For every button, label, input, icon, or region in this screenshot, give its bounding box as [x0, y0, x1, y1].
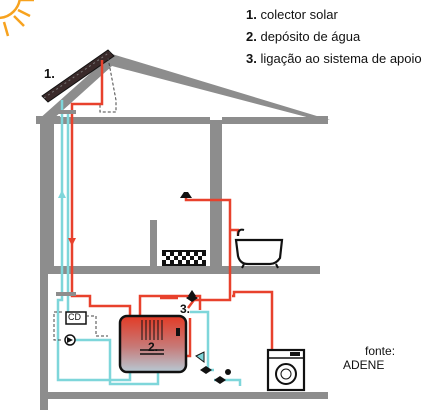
valve-icons	[186, 290, 231, 384]
controller-wires	[86, 315, 108, 337]
legend-item: 1. colector solar	[246, 4, 422, 26]
mixing-valve	[195, 351, 205, 363]
sun-icon	[0, 0, 34, 37]
backup-label: 3.	[180, 302, 191, 316]
solar-collector	[41, 49, 115, 103]
tank-label: 2.	[148, 340, 159, 354]
water-tank	[118, 314, 188, 374]
wall-right-upper	[210, 120, 222, 270]
controller-wire-2	[53, 311, 62, 341]
legend-text: depósito de água	[260, 29, 361, 44]
legend: 1. colector solar 2. depósito de água 3.…	[246, 4, 422, 70]
checkerboard-tiles	[162, 250, 206, 266]
legend-number: 1.	[246, 7, 257, 22]
legend-item: 3. ligação ao sistema de apoio	[246, 48, 422, 70]
legend-text: colector solar	[260, 7, 338, 22]
roof	[38, 54, 330, 120]
wall-left-upper	[40, 120, 54, 272]
source-value: ADENE	[343, 358, 385, 372]
flow-arrows	[58, 190, 76, 246]
legend-number: 3.	[246, 51, 257, 66]
bathtub-icon	[234, 228, 284, 269]
legend-item: 2. depósito de água	[246, 26, 422, 48]
washing-machine-icon	[266, 348, 306, 392]
controller-label: CD	[68, 312, 81, 322]
chimney	[150, 220, 157, 266]
legend-number: 2.	[246, 29, 257, 44]
wall-left-lower	[40, 272, 48, 410]
house-structure	[36, 54, 330, 410]
hot-water-pipes	[70, 60, 274, 358]
legend-text: ligação ao sistema de apoio	[260, 51, 422, 66]
pump-icon	[64, 334, 76, 346]
source-note: fonte: ADENE	[343, 344, 395, 372]
ceiling-right	[222, 117, 318, 124]
ground-floor	[44, 392, 328, 399]
controller-box	[65, 311, 87, 325]
first-floor	[48, 266, 320, 274]
shower-icon	[180, 192, 192, 198]
pipe-supports	[56, 110, 76, 296]
source-label: fonte:	[365, 344, 396, 358]
collector-label: 1.	[44, 66, 55, 81]
ceiling-left	[54, 117, 210, 124]
